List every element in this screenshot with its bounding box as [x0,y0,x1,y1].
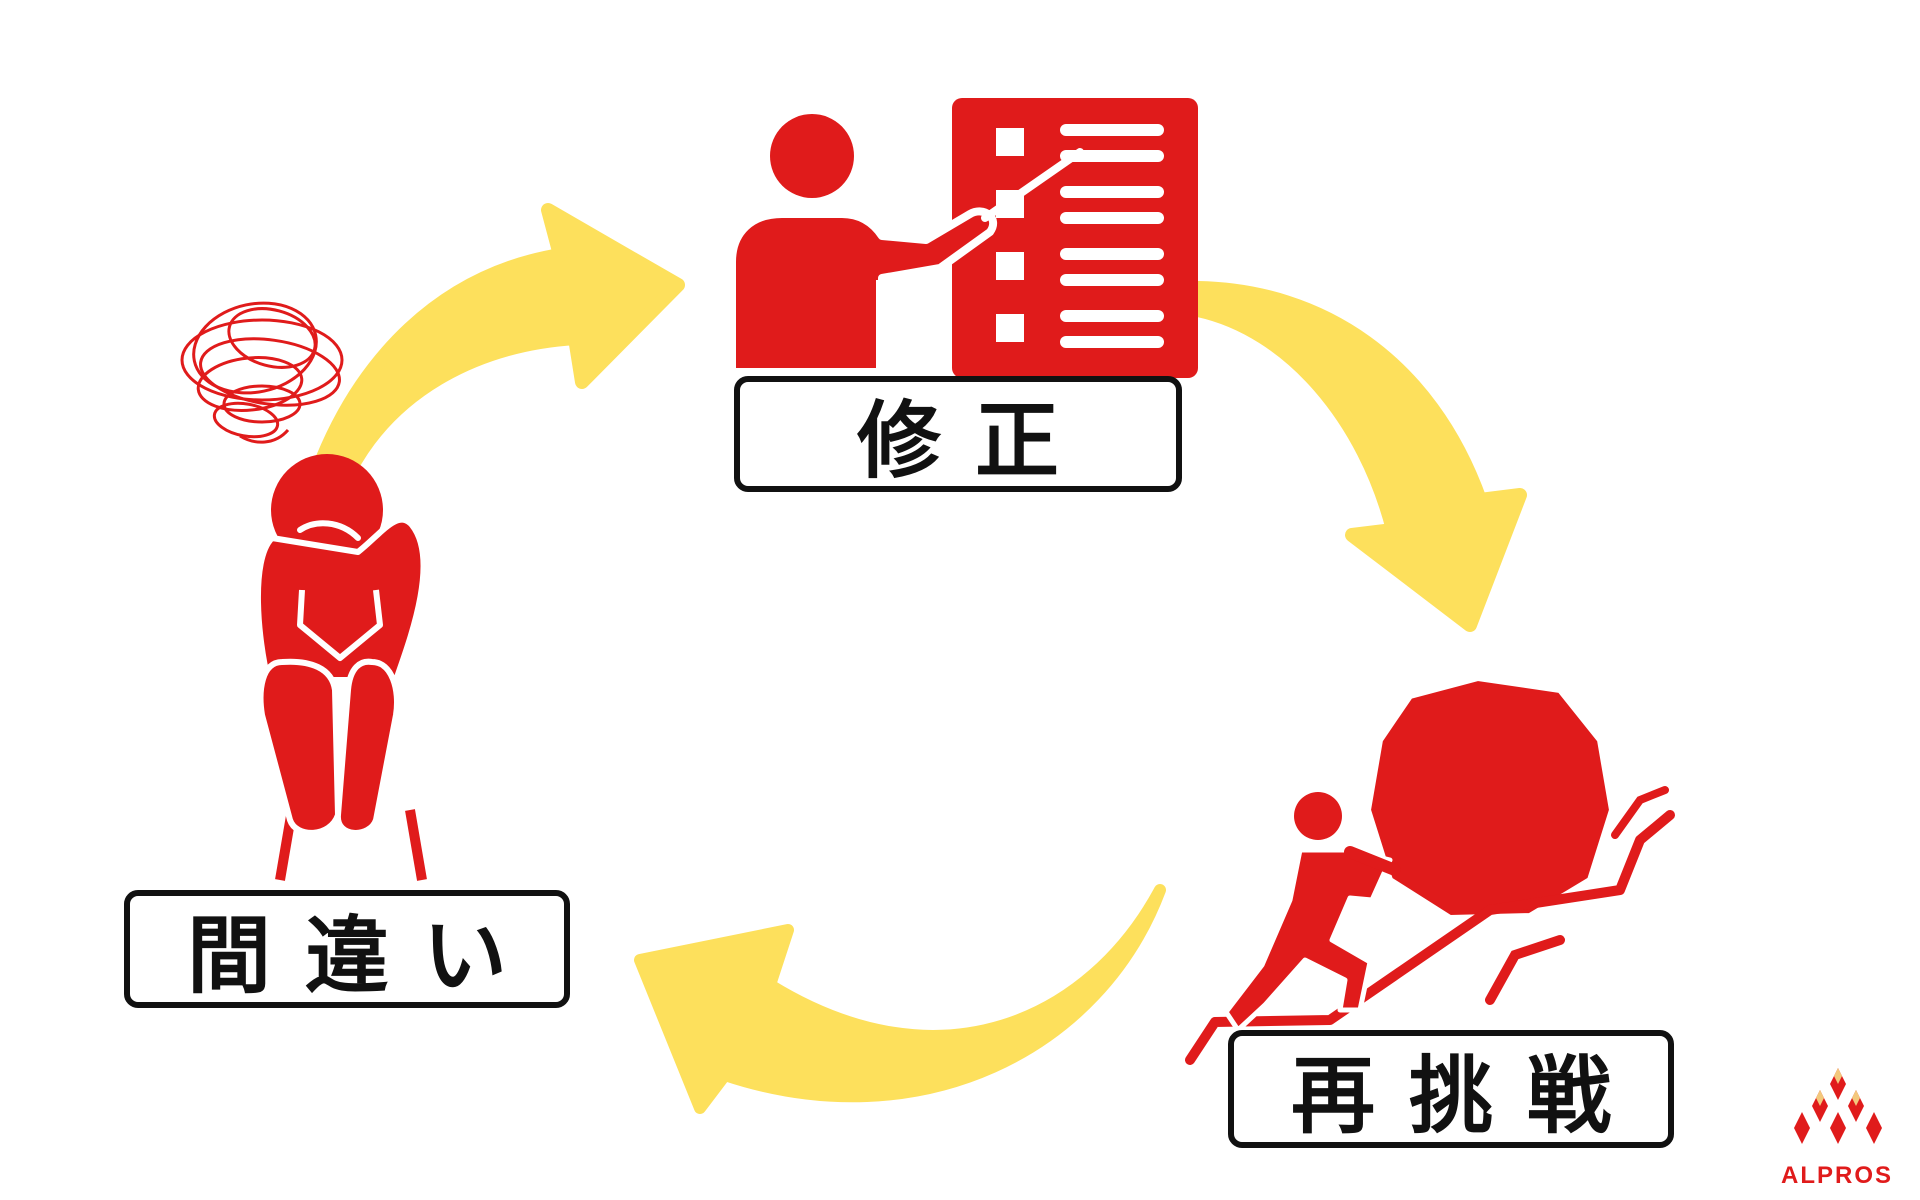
arrow-fix-to-retry [1191,281,1527,632]
alpros-logo: ALPROS [1762,1060,1912,1190]
confusion-scribble-icon [180,301,344,444]
alpros-logo-icon [1794,1068,1882,1144]
arrow-mistake-to-fix [311,203,685,477]
logo-text: ALPROS [1780,1162,1893,1189]
teacher-whiteboard-icon [728,98,1198,378]
arrow-retry-to-mistake [634,884,1166,1114]
label-mistake: 間違い [124,890,570,1008]
label-retry: 再挑戦 [1228,1030,1674,1148]
boulder-pushing-person-icon [1185,675,1675,1065]
label-fix: 修正 [734,376,1182,492]
depressed-person-icon [180,301,427,881]
